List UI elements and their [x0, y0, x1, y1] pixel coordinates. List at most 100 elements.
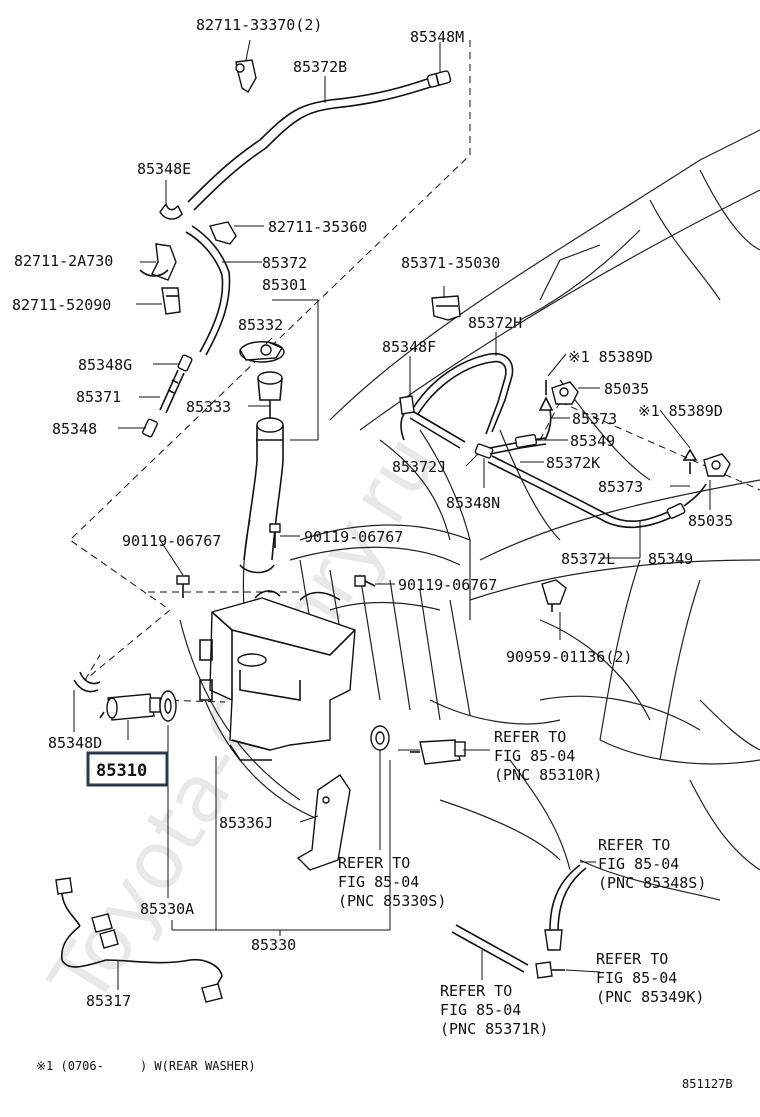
grommet-85389d-lower: [682, 448, 698, 474]
ref-85330s: REFER TO FIG 85-04 (PNC 85330S): [338, 854, 446, 910]
ref-85348s-line3: (PNC 85348S): [598, 874, 706, 892]
refer-to-notes: REFER TO FIG 85-04 (PNC 85310R) REFER TO…: [338, 728, 706, 1038]
ref-85371r: REFER TO FIG 85-04 (PNC 85371R): [440, 982, 548, 1038]
label-90119-06767-right: 90119-06767: [398, 576, 497, 594]
hose-85371r: [451, 924, 529, 973]
ref-85349k-line3: (PNC 85349K): [596, 988, 704, 1006]
ref-85349k-line2: FIG 85-04: [596, 969, 677, 987]
grommet-85389d-upper: [538, 380, 554, 411]
hose-85348s: [544, 864, 587, 951]
label-85336j: 85336J: [219, 814, 273, 832]
cap-85332: [239, 341, 285, 363]
reservoir-tank: [199, 590, 356, 761]
ref-85330s-line3: (PNC 85330S): [338, 892, 446, 910]
label-85348e: 85348E: [137, 160, 191, 178]
hose-85349-lower: [666, 503, 686, 519]
label-85348g: 85348G: [78, 356, 132, 374]
label-85035-upper: 85035: [604, 380, 649, 398]
ref-85310r-line1: REFER TO: [494, 728, 566, 746]
label-85372: 85372: [262, 254, 307, 272]
label-85372k: 85372K: [546, 454, 600, 472]
ref-85349k-line1: REFER TO: [596, 950, 668, 968]
bolt-90119-right: [354, 575, 376, 587]
ref-85330s-line2: FIG 85-04: [338, 873, 419, 891]
hose-85349-upper: [514, 433, 538, 449]
label-85035-lower: 85035: [688, 512, 733, 530]
joint-85348f: [399, 395, 415, 441]
label-85332: 85332: [238, 316, 283, 334]
ref-85348s-line2: FIG 85-04: [598, 855, 679, 873]
ref-85371r-line2: FIG 85-04: [440, 1001, 521, 1019]
label-85389d-lower: ※1 85389D: [638, 402, 723, 420]
label-85389d-upper: ※1 85389D: [568, 348, 653, 366]
strainer-85333: [257, 371, 283, 418]
clip-82711-33370: [235, 59, 257, 93]
label-85330a: 85330A: [140, 900, 194, 918]
label-85301: 85301: [262, 276, 307, 294]
label-90959-01136: 90959-01136(2): [506, 648, 632, 666]
highlight-box: [86, 751, 169, 787]
label-85330: 85330: [251, 936, 296, 954]
label-90119-06767-left: 90119-06767: [122, 532, 221, 550]
clip-82711-2a730: [139, 243, 177, 281]
label-85348m: 85348M: [410, 28, 464, 46]
joint-85348g: [177, 354, 193, 372]
bolt-90119-upper: [269, 523, 281, 548]
footnote: ※1 (0706- ) W(REAR WASHER): [36, 1059, 256, 1073]
label-82711-2a730: 82711-2A730: [14, 252, 113, 270]
label-85372l: 85372L: [561, 550, 615, 568]
hose-85371: [159, 369, 185, 414]
ref-85371r-line1: REFER TO: [440, 982, 512, 1000]
label-85317: 85317: [86, 992, 131, 1010]
label-85348f: 85348F: [382, 338, 436, 356]
ref-85330s-line1: REFER TO: [338, 854, 410, 872]
ref-85349k: REFER TO FIG 85-04 (PNC 85349K): [596, 950, 704, 1006]
label-85373-lower: 85373: [598, 478, 643, 496]
grommet-85330a: [159, 690, 177, 722]
joint-85349k: [535, 961, 565, 979]
ref-85348s: REFER TO FIG 85-04 (PNC 85348S): [598, 836, 706, 892]
label-85348d: 85348D: [48, 734, 102, 752]
label-85349-lower: 85349: [648, 550, 693, 568]
label-85349-upper: 85349: [570, 432, 615, 450]
clip-85371-35030: [431, 295, 461, 321]
label-85310: 85310: [96, 761, 147, 781]
label-85372h: 85372H: [468, 314, 522, 332]
pump-85310: [99, 693, 161, 721]
ref-85348s-line1: REFER TO: [598, 836, 670, 854]
ref-85371r-line3: (PNC 85371R): [440, 1020, 548, 1038]
harness-85317: [55, 877, 223, 1003]
hose-85373-lower: [683, 483, 707, 507]
label-85348: 85348: [52, 420, 97, 438]
hose-85348d: [73, 671, 101, 693]
leader-lines: [73, 39, 711, 990]
figure-code: 851127B: [682, 1077, 733, 1091]
clip-90959-01136: [541, 579, 567, 612]
ref-85310r-line2: FIG 85-04: [494, 747, 575, 765]
label-82711-52090: 82711-52090: [12, 296, 111, 314]
nozzle-85035-lower: [703, 453, 731, 477]
label-85371-35030: 85371-35030: [401, 254, 500, 272]
pump-85310r: [410, 739, 466, 765]
filler-neck: [239, 417, 284, 574]
hose-85372l: [487, 455, 671, 528]
hose-85372h: [411, 352, 514, 435]
bracket-85336j: [296, 774, 351, 871]
hose-85372: [185, 225, 231, 356]
joint-85348: [142, 418, 158, 438]
joint-85348e: [159, 202, 183, 220]
hose-85373-upper: [544, 409, 552, 441]
label-82711-35360: 82711-35360: [268, 218, 367, 236]
label-85348n: 85348N: [446, 494, 500, 512]
label-90119-06767-upper: 90119-06767: [304, 528, 403, 546]
grommet-85330s: [370, 725, 390, 751]
label-85372j: 85372J: [392, 458, 446, 476]
bolt-90119-left: [176, 575, 190, 598]
clip-82711-52090: [161, 287, 181, 315]
label-85373-upper: 85373: [572, 410, 617, 428]
label-85372b: 85372B: [293, 58, 347, 76]
hose-85372j: [409, 411, 466, 449]
joint-85348m: [426, 70, 452, 88]
